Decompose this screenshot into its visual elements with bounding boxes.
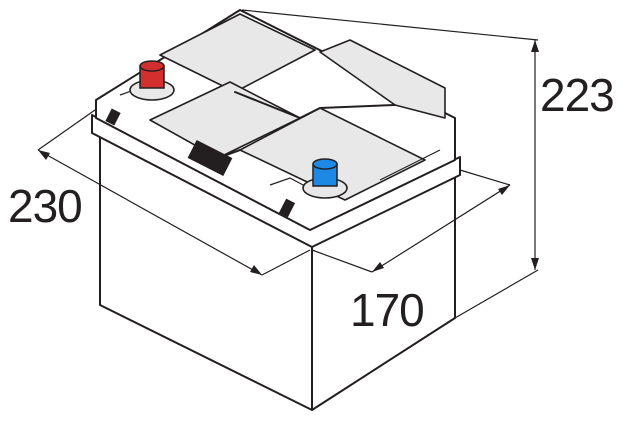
dimension-label-width: 170 xyxy=(350,284,425,336)
lid-ridge-line xyxy=(234,91,396,119)
negative-terminal xyxy=(302,158,348,199)
dimension-line-height xyxy=(241,9,539,319)
dimension-line-width xyxy=(311,169,511,273)
cover-panel-rear-right xyxy=(319,39,446,119)
cover-panel-rear-left xyxy=(159,13,316,93)
dimension-line-length xyxy=(37,109,311,276)
positive-terminal xyxy=(129,60,175,101)
dimension-label-height: 223 xyxy=(540,69,615,121)
dimension-label-length: 230 xyxy=(8,180,83,232)
